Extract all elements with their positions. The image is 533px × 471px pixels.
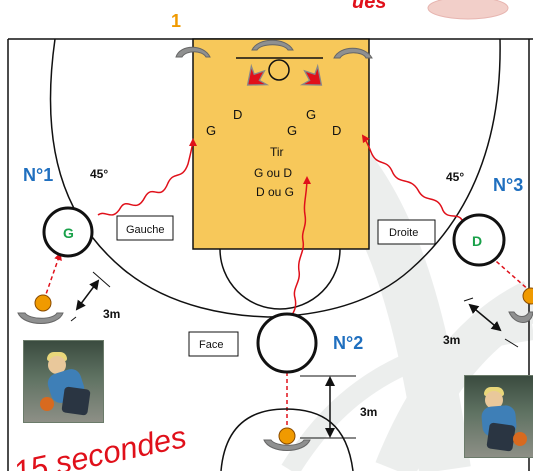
- cone-icon: [17, 312, 64, 324]
- player-photo-icon: [464, 375, 533, 458]
- lane-label-g-right: G: [306, 107, 316, 122]
- ball-icon: [34, 294, 52, 312]
- player-circle-center: [256, 312, 318, 374]
- arrow-icon: [299, 63, 323, 86]
- cone-icon: [251, 39, 294, 51]
- player-letter-right: D: [472, 233, 482, 249]
- box-face-label: Face: [199, 339, 223, 351]
- bottom-arc: [220, 408, 354, 471]
- lane-label-d-right: D: [332, 123, 341, 138]
- top-partial-text: ues: [352, 0, 386, 13]
- position-n2: N°2: [333, 333, 363, 353]
- title-number: 1: [171, 11, 181, 31]
- rim: [268, 59, 290, 81]
- ball-icon: [278, 427, 296, 445]
- movement-arrow-center: [286, 176, 311, 327]
- box-face: [188, 331, 239, 357]
- bottom-red-text: 15 secondes: [10, 419, 189, 471]
- distance-bottom: 3m: [360, 405, 377, 419]
- cone-icon: [263, 439, 311, 451]
- cone-icon: [508, 311, 533, 323]
- movement-arrow-right: [361, 134, 463, 221]
- player-letter-left: G: [63, 225, 74, 241]
- center-line-1: Tir: [270, 145, 284, 159]
- angle-left: 45°: [90, 167, 108, 181]
- three-point-arc: [49, 38, 501, 318]
- box-left-label: Gauche: [126, 224, 165, 236]
- player-circle-left: [42, 206, 94, 258]
- distance-left-tick-1: [70, 316, 77, 322]
- movement-arrow-left: [97, 138, 197, 216]
- box-left: [116, 215, 174, 241]
- arrow-icon: [246, 63, 270, 86]
- position-n1: N°1: [23, 165, 53, 185]
- lane-label-d-left: D: [233, 107, 242, 122]
- position-n3: N°3: [493, 175, 523, 195]
- ball-icon: [522, 287, 533, 305]
- distance-right: 3m: [443, 333, 460, 347]
- lane-label-g-mid: G: [287, 123, 297, 138]
- top-right-shape: [427, 0, 509, 20]
- lane-label-g-left: G: [206, 123, 216, 138]
- dotted-arrow-left: [43, 252, 62, 301]
- distance-left: 3m: [103, 307, 120, 321]
- box-right: [377, 219, 436, 245]
- dotted-arrow-right: [487, 253, 532, 293]
- box-right-label: Droite: [389, 227, 418, 239]
- center-line-2: G ou D: [254, 166, 292, 180]
- player-photo-icon: [23, 340, 104, 423]
- key-lane: [192, 38, 370, 250]
- free-throw-circle: [219, 248, 341, 310]
- cone-icon: [333, 47, 373, 59]
- cone-icon: [175, 46, 211, 58]
- distance-left-line: [75, 279, 100, 311]
- player-circle-right: [452, 213, 506, 267]
- distance-right-tick-2: [504, 338, 519, 348]
- distance-right-line: [468, 303, 502, 332]
- distance-left-tick-2: [92, 271, 111, 288]
- angle-right: 45°: [446, 170, 464, 184]
- distance-right-tick-1: [463, 297, 474, 302]
- center-line-3: D ou G: [256, 185, 294, 199]
